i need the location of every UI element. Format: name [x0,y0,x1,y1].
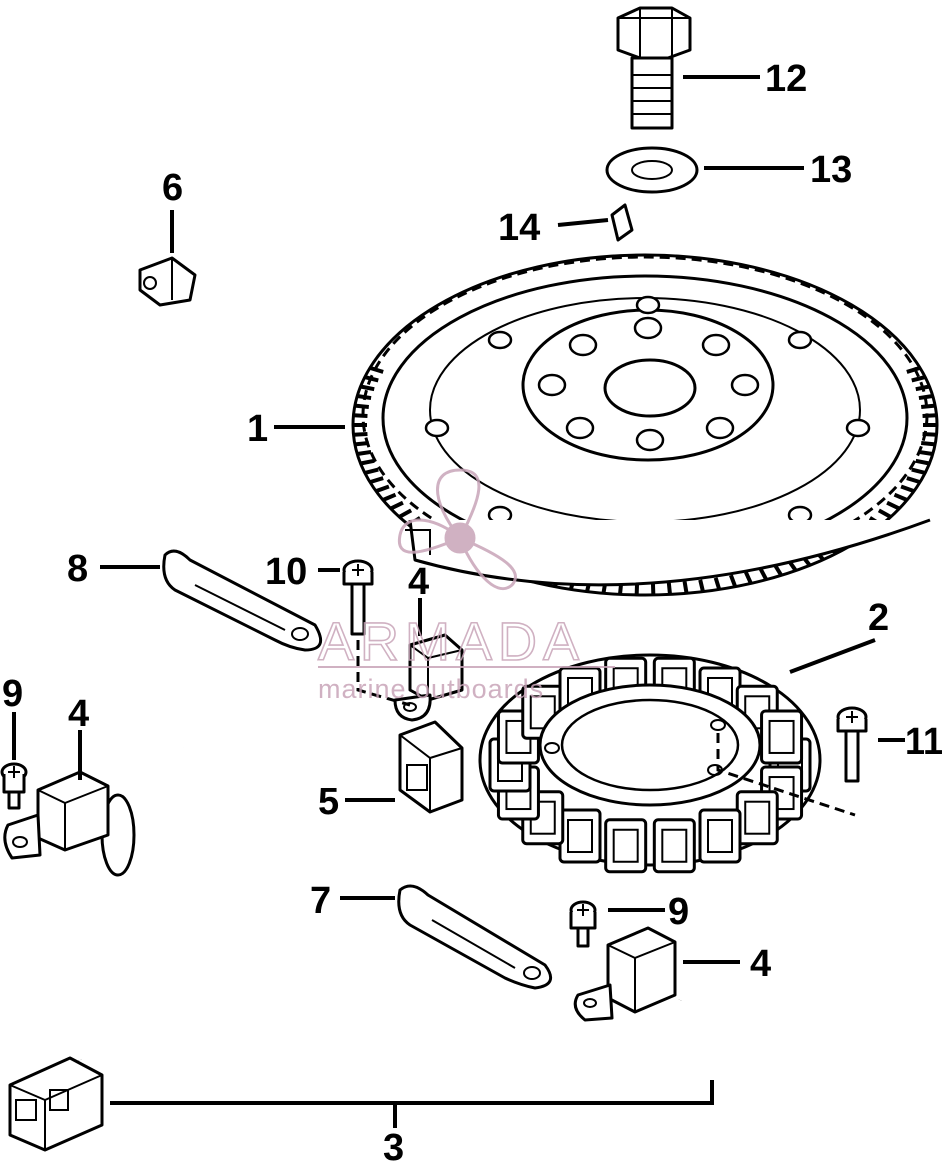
callout-3: 3 [383,1127,404,1163]
callout-10: 10 [265,551,307,593]
gear-tooth [698,579,705,593]
retainer-strap-7 [397,884,553,990]
flywheel-key [610,203,634,242]
stator-pole-face [707,819,733,854]
gear-tooth [744,571,753,585]
gear-tooth [920,441,936,447]
callout-12: 12 [765,58,807,100]
spacer-block [398,720,464,814]
gear-tooth [922,413,937,418]
stator-pole [735,790,779,846]
gear-tooth [353,432,368,437]
gear-tooth [920,403,936,409]
gear-tooth [900,484,915,494]
gear-tooth [915,384,930,392]
gear-tooth [369,476,384,485]
gear-tooth [382,492,397,502]
callout-14: 14 [498,207,540,249]
gear-tooth [369,365,384,374]
flywheel [351,253,939,597]
gear-tooth [354,403,370,409]
gear-tooth [666,582,672,595]
callout-7: 7 [310,880,331,922]
watermark: ARMADA marine outboards [317,468,615,704]
callout-5: 5 [318,781,339,823]
stator-pole-face [744,800,771,835]
gear-tooth [906,365,921,374]
callout-4-right: 4 [750,943,771,985]
callout-11: 11 [905,721,943,763]
gear-tooth [364,375,379,383]
module-left [3,770,110,860]
stator-pole [760,709,804,765]
gear-tooth [375,484,390,494]
gear-tooth [918,449,934,456]
stator-pole-face [768,719,795,754]
callout-9-right: 9 [668,891,689,933]
watermark-title: ARMADA [318,612,585,672]
stator-pole [558,808,602,864]
gear-tooth [911,467,926,475]
gear-tooth [886,500,901,511]
gear-tooth [356,449,372,456]
gear-tooth [922,432,937,437]
gear-tooth [364,467,379,475]
gear-tooth [906,476,921,485]
callout-8: 8 [67,548,88,590]
module-right [573,926,677,1022]
gear-tooth [893,492,908,502]
gear-tooth [911,375,926,383]
callout-13: 13 [810,149,852,191]
stator-pole [652,818,696,874]
callout-labels: 12 13 14 6 1 2 8 10 4 9 4 5 11 7 9 4 3 [2,58,943,1163]
gear-tooth [729,574,738,588]
watermark-logo [397,468,517,590]
screw-9-right [569,900,597,948]
gear-tooth [360,384,375,392]
gear-tooth [389,500,404,511]
clip [138,256,197,307]
watermark-subtitle: marine outboards [318,674,544,704]
callout-6: 6 [162,167,183,209]
screw-10 [342,559,411,707]
stator-pole-face [661,828,688,863]
callout-2: 2 [868,597,889,639]
callout-4-left: 4 [68,693,89,735]
screw-11 [836,706,868,783]
gear-tooth [398,508,413,519]
stator-pole [698,808,742,864]
stator [478,653,856,874]
flywheel-bolt [616,6,692,130]
gear-tooth [682,581,689,594]
gear-tooth [360,458,375,466]
flywheel-washer [605,146,699,194]
gear-tooth [918,394,934,401]
callout-9-left: 9 [2,673,23,715]
leader-lines [12,75,905,1128]
stator-pole [604,818,648,874]
retainer-strap-8 [162,549,323,652]
gear-tooth [354,441,370,447]
screw-9-left [0,762,28,810]
gear-tooth [915,458,930,466]
stator-pole-face [567,819,593,854]
stator-pole-face [612,828,639,863]
callout-4-center: 4 [408,561,429,603]
gear-tooth [353,413,368,418]
gear-tooth [758,567,769,581]
gear-tooth [877,508,892,519]
gear-tooth [356,394,372,401]
callout-1: 1 [247,408,268,450]
gear-tooth [713,577,722,591]
